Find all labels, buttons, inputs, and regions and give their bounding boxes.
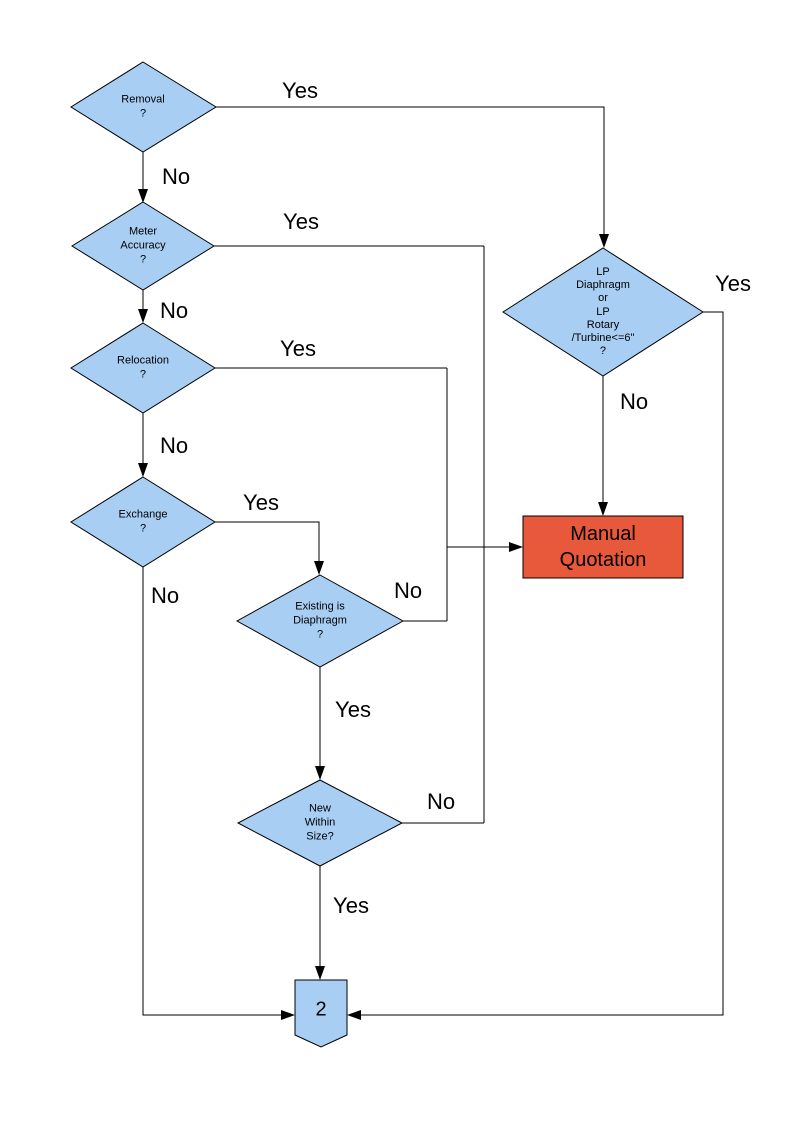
exchange-yes-label: Yes xyxy=(243,490,279,515)
new-within-size-node-label: New Within Size? xyxy=(304,802,336,842)
edge-exchange-no xyxy=(142,567,281,1016)
removal-no-label: No xyxy=(161,164,191,189)
lp-yes-label: Yes xyxy=(715,271,751,296)
new-within-size-decision-shape xyxy=(236,779,404,867)
relocation-yes-label: Yes xyxy=(280,336,316,361)
manual-quotation-process-shape xyxy=(522,515,684,579)
relocation-no-label: No xyxy=(159,433,189,458)
lp-meter-decision-shape xyxy=(502,247,704,377)
exchange-decision-shape xyxy=(70,476,216,568)
lp-no-label: No xyxy=(619,389,649,414)
connector-2-label: 2 xyxy=(315,998,327,1021)
edge-removal-yes xyxy=(216,106,605,234)
meter-yes-label: Yes xyxy=(283,209,319,234)
arrow-into-existing-icon xyxy=(314,561,324,575)
newsize-yes-label: Yes xyxy=(333,893,369,918)
lp-meter-node-label: LP Diaphragm or LP Rotary /Turbine<=6" ? xyxy=(571,265,635,357)
relocation-decision-shape xyxy=(70,322,216,414)
edges xyxy=(142,106,724,1016)
meter-no-label: No xyxy=(159,298,189,323)
arrow-into-newsize-icon xyxy=(315,766,325,780)
arrow-into-manual-left-icon xyxy=(509,542,523,552)
arrow-into-connector-top-icon xyxy=(315,966,325,980)
exchange-no-label: No xyxy=(150,583,180,608)
manual-quotation-label: Manual Quotation xyxy=(559,523,647,571)
nodes xyxy=(70,61,704,1048)
meter-accuracy-node-label: Meter Accuracy ? xyxy=(120,225,166,265)
removal-node-label: Removal ? xyxy=(121,93,165,119)
existing-yes-label: Yes xyxy=(335,697,371,722)
arrowheads xyxy=(138,189,609,1020)
edge-lp-yes xyxy=(361,311,724,1016)
edge-exchange-yes xyxy=(215,521,320,561)
arrow-into-exchange-icon xyxy=(138,463,148,477)
removal-decision-shape xyxy=(70,61,217,153)
relocation-node-label: Relocation ? xyxy=(117,354,169,380)
offpage-connector-2-shape xyxy=(294,979,348,1048)
meter-accuracy-decision-shape xyxy=(71,201,215,291)
existing-diaphragm-node-label: Existing is Diaphragm ? xyxy=(293,600,347,640)
existing-diaphragm-decision-shape xyxy=(235,574,405,668)
exchange-node-label: Exchange ? xyxy=(118,508,168,534)
removal-yes-label: Yes xyxy=(282,78,318,103)
arrow-into-connector-right-icon xyxy=(347,1010,361,1020)
arrow-into-connector-left-icon xyxy=(281,1010,295,1020)
arrow-into-meter-icon xyxy=(138,189,148,203)
arrow-into-manual-top-icon xyxy=(598,502,608,516)
existing-no-label: No xyxy=(393,578,423,603)
arrow-into-lp-icon xyxy=(599,234,609,248)
newsize-no-label: No xyxy=(426,789,456,814)
arrow-into-relocation-icon xyxy=(138,309,148,323)
